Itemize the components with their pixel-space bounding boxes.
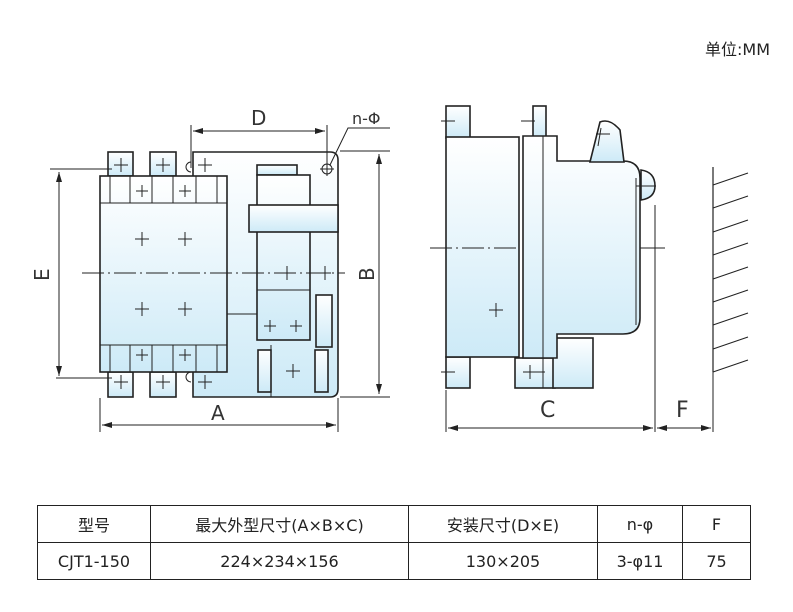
- wall-hatching: [712, 172, 749, 373]
- dim-label-e: E: [30, 268, 54, 281]
- cell-model: CJT1-150: [37, 542, 151, 580]
- table-row: CJT1-150 224×234×156 130×205 3-φ11 75: [37, 542, 751, 580]
- unit-label: 单位:MM: [705, 40, 771, 59]
- spec-table: 型号 最大外型尺寸(A×B×C) 安装尺寸(D×E) n-φ F CJT1-15…: [37, 505, 751, 580]
- header-mount-size: 安装尺寸(D×E): [408, 505, 598, 543]
- side-crosshair-marks: [441, 120, 656, 379]
- header-holes: n-φ: [597, 505, 683, 543]
- dim-label-b: B: [355, 267, 379, 281]
- table-header-row: 型号 最大外型尺寸(A×B×C) 安装尺寸(D×E) n-φ F: [37, 505, 751, 543]
- cell-outer-size: 224×234×156: [150, 542, 409, 580]
- dim-label-d: D: [251, 106, 266, 130]
- cell-f: 75: [682, 542, 751, 580]
- front-view: D n-Φ E B A: [30, 106, 390, 432]
- dimension-lines: [50, 125, 390, 432]
- dim-label-a: A: [211, 401, 225, 425]
- side-view: C F: [430, 105, 749, 432]
- crosshair-marks: [114, 158, 334, 389]
- header-outer-size: 最大外型尺寸(A×B×C): [150, 505, 409, 543]
- dim-label-hole: n-Φ: [352, 109, 381, 128]
- cell-holes: 3-φ11: [597, 542, 683, 580]
- header-f: F: [682, 505, 751, 543]
- header-model: 型号: [37, 505, 151, 543]
- dim-label-f: F: [676, 398, 689, 423]
- cell-mount-size: 130×205: [408, 542, 598, 580]
- dim-label-c: C: [540, 398, 555, 423]
